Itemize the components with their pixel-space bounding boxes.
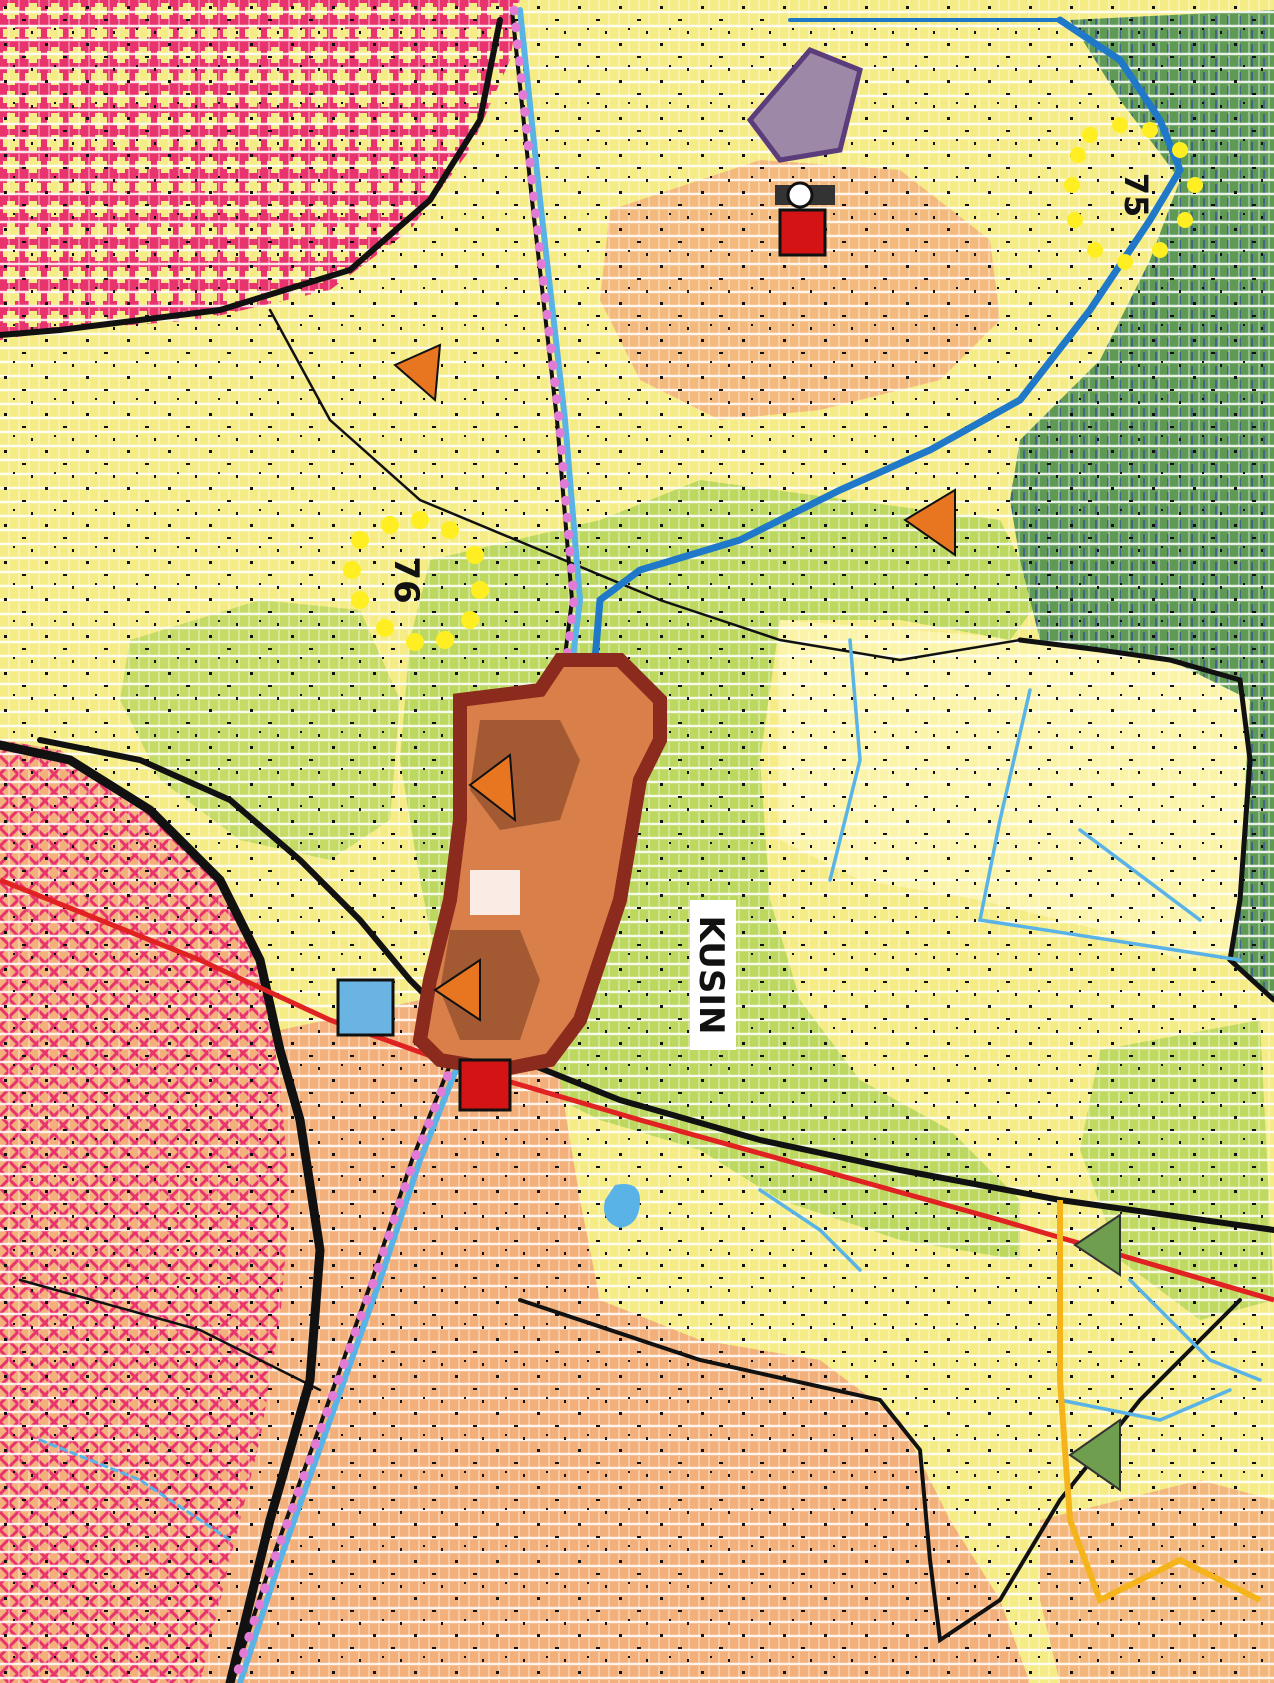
contour-ring-76 [343,511,489,651]
contour-label-75: 75 [1117,173,1155,218]
settlement-building-2 [440,930,540,1040]
orange-triangle-marker-icon [393,343,956,1022]
boundary-field-thin-1 [268,308,1022,662]
boundary-protected-south [0,740,325,1683]
boundary-field-thin-2 [18,1278,322,1392]
stream-pale-4 [758,1188,862,1272]
settlement-white-plot [470,870,520,915]
main-road [0,877,1274,1303]
purple-plot [746,47,863,163]
village-label-box: KUSIN [690,900,736,1050]
contour-ring-75 [1064,117,1203,270]
stream-pale-6 [1058,1388,1232,1422]
village-label: KUSIN [691,916,731,1035]
green-triangle-marker-icon [1068,1213,1121,1492]
tower-symbol-icon [775,181,835,257]
stream-pale-3 [1078,828,1202,922]
railway-pink-dots [229,5,579,1683]
water-lines [38,16,1262,1542]
blue-square-marker-icon [336,978,395,1037]
contour-label-76: 76 [386,556,426,603]
stream-pale-5 [1128,1278,1262,1382]
stream-southwest [38,1438,232,1542]
boundary-road-south [517,1057,1274,1233]
road-orange-path [1057,1200,1262,1605]
stream-pale-1 [828,638,862,882]
stream-pale-2 [977,688,1242,962]
pond-icon [604,1184,640,1228]
boundary-forest-edge [1017,637,1274,1003]
river-east [591,16,1184,664]
red-square-marker-icon [458,1058,512,1112]
boundary-lines [0,17,1274,1683]
boundary-protected-north [0,17,503,338]
